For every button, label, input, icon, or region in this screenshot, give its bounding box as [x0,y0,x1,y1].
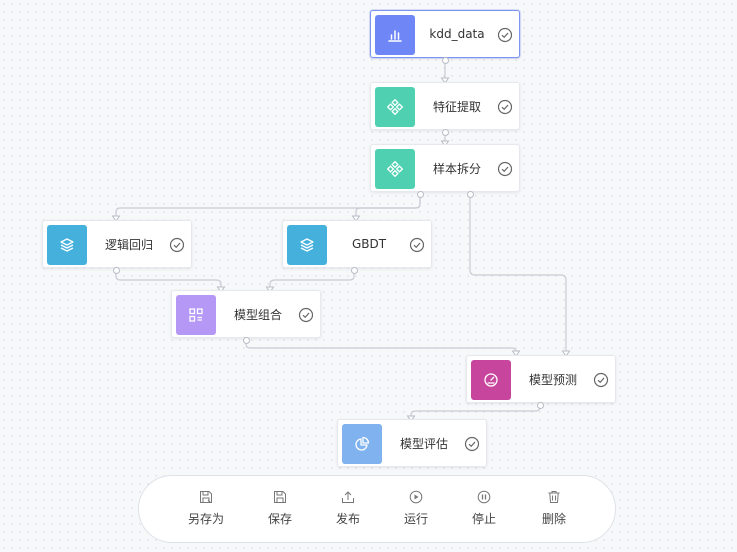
publish-label: 发布 [335,512,360,526]
save-as-label: 另存为 [187,512,224,526]
run-label: 运行 [403,512,428,526]
edge-split-to-logistic [115,194,421,218]
node-label: 特征提取 [432,99,481,114]
stop-button[interactable]: 停止 [457,490,511,530]
check-circle-icon [298,307,314,323]
node-kdd-data[interactable]: kdd_data [370,10,520,58]
publish-button[interactable]: 发布 [321,490,375,530]
delete-button[interactable]: 删除 [527,490,581,530]
node-label: 模型评估 [399,436,448,451]
edge-logistic-to-combine [115,270,222,288]
edge-split-to-predict [469,194,567,352]
node-label: 样本拆分 [432,161,481,176]
check-circle-icon [169,237,185,253]
run-button[interactable]: 运行 [389,490,443,530]
output-port[interactable] [441,56,449,64]
node-label: kdd_data [429,27,485,41]
bottom-toolbar: 另存为 保存 发布 运行 停止 删除 [138,475,616,543]
output-port[interactable] [441,128,449,136]
bar-chart-icon [375,15,415,55]
save-as-button[interactable]: 另存为 [179,490,233,530]
node-sample-split[interactable]: 样本拆分 [370,144,520,192]
stop-label: 停止 [471,512,496,526]
output-port[interactable] [466,190,474,198]
check-circle-icon [464,436,480,452]
node-model-predict[interactable]: 模型预测 [466,355,616,403]
node-label: 模型预测 [528,372,577,387]
check-circle-icon [497,27,513,43]
component-icon [375,87,415,127]
pause-circle-icon [477,490,491,504]
node-feature-extract[interactable]: 特征提取 [370,82,520,130]
output-port[interactable] [112,266,120,274]
output-port[interactable] [242,336,250,344]
save-label: 保存 [267,512,292,526]
save-button[interactable]: 保存 [253,490,307,530]
delete-label: 删除 [541,512,566,526]
node-label: 模型组合 [233,307,282,322]
node-label: 逻辑回归 [104,237,153,252]
edge-gbdt-to-combine [269,270,355,288]
check-circle-icon [409,237,425,253]
edge-predict-to-evaluate [410,405,541,417]
check-circle-icon [593,372,609,388]
check-circle-icon [497,99,513,115]
save-as-icon [200,491,212,503]
output-port[interactable] [536,401,544,409]
output-port[interactable] [416,190,424,198]
play-circle-icon [409,490,423,504]
trash-icon [548,491,560,503]
component-icon [375,149,415,189]
layers-icon [47,225,87,265]
output-port[interactable] [350,266,358,274]
check-circle-icon [497,161,513,177]
save-icon [274,491,286,503]
grid-icon [176,295,216,335]
node-label: GBDT [351,237,387,251]
pie-chart-icon [342,424,382,464]
gauge-icon [471,360,511,400]
node-model-evaluate[interactable]: 模型评估 [337,419,487,467]
node-model-combine[interactable]: 模型组合 [171,290,321,338]
upload-icon [342,491,354,503]
edge-combine-to-predict [245,340,517,353]
node-logistic-regression[interactable]: 逻辑回归 [42,220,192,268]
layers-icon [287,225,327,265]
edge-split-to-gbdt [355,194,421,218]
node-gbdt[interactable]: GBDT [282,220,432,268]
